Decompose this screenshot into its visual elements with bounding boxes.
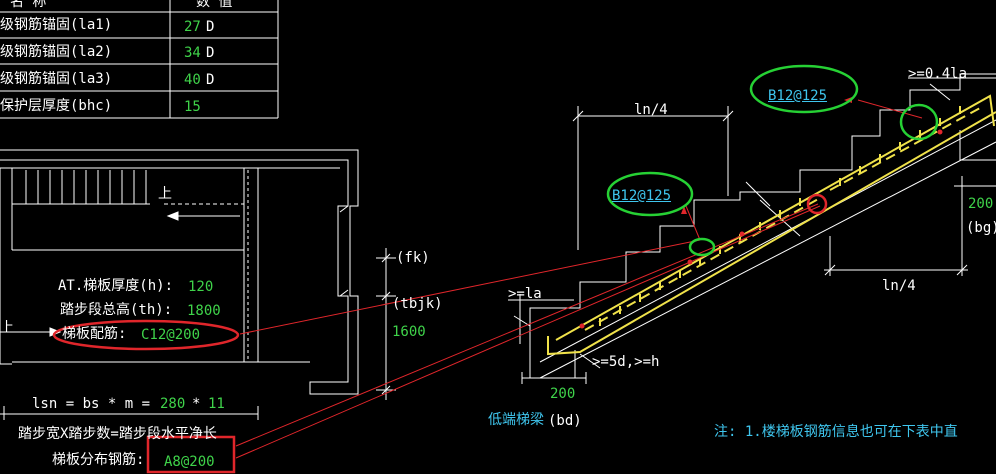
highlight-red-joint[interactable]	[806, 193, 828, 215]
fk-label: (fk)	[396, 250, 430, 266]
highlight-rebar-ellipse	[52, 319, 240, 351]
times-sign: *	[192, 396, 201, 412]
callout-leaders	[235, 99, 923, 459]
plan-up-label: 上	[158, 186, 172, 202]
anchor-length-label: >=0.4la	[908, 66, 968, 82]
ge-la-label: >=la	[508, 286, 542, 302]
step-formula: 踏步宽X踏步数=踏步段水平净长	[18, 426, 217, 442]
tbjk-label: (tbjk)	[392, 296, 443, 312]
highlight-joint-circle[interactable]	[688, 237, 716, 257]
highlight-b12-mid[interactable]	[606, 171, 694, 217]
table-row-unit: D	[206, 45, 215, 61]
table-row-unit: D	[206, 72, 215, 88]
highlight-anchor-circle[interactable]	[899, 103, 939, 141]
note-text: 注: 1.楼梯板钢筋信息也可在下表中直	[714, 424, 958, 440]
dist-value[interactable]: A8@200	[164, 454, 215, 470]
height-label: 踏步段总高(th):	[60, 302, 173, 318]
dist-label: 梯板分布钢筋:	[52, 452, 145, 468]
ge-5d-label: >=5d,>=h	[592, 354, 660, 370]
thickness-label: AT.梯板厚度(h):	[58, 278, 174, 294]
rebar-value[interactable]: C12@200	[141, 327, 201, 343]
bg-label: (bg)	[966, 220, 996, 236]
table-row-value[interactable]: 40	[184, 72, 201, 88]
lsn-formula: lsn = bs * m =	[32, 396, 151, 412]
table-row-name: 级钢筋锚固(la3)	[0, 71, 113, 87]
stair-section	[508, 73, 996, 384]
arrow-mid	[681, 206, 687, 214]
b12-mid-label[interactable]: B12@125	[612, 188, 672, 204]
rebar-yellow	[547, 94, 996, 356]
highlight-dist-box	[146, 435, 236, 474]
stair-plan	[0, 149, 396, 420]
dim-ln4-top: ln/4	[634, 102, 668, 118]
m-value[interactable]: 11	[208, 396, 225, 412]
table-row-name: 级钢筋锚固(la1)	[0, 17, 113, 33]
thickness-value[interactable]: 120	[188, 279, 214, 295]
b12-top-label[interactable]: B12@125	[768, 88, 828, 104]
dim-200-bottom[interactable]: 200	[550, 386, 576, 402]
low-beam-code: (bd)	[548, 413, 582, 429]
parameter-table	[0, 0, 279, 119]
rebar-label: 梯板配筋:	[62, 326, 127, 342]
table-header-name: 名 称	[10, 0, 47, 10]
dim-ln4-bottom: ln/4	[882, 278, 916, 294]
table-row-name: 级钢筋锚固(la2)	[0, 44, 113, 60]
table-row-unit: D	[206, 19, 215, 35]
table-row-value[interactable]: 27	[184, 19, 201, 35]
plan-up-label: 上	[0, 320, 14, 336]
bs-value[interactable]: 280	[160, 396, 186, 412]
table-header-value: 数 值	[196, 0, 233, 10]
table-row-name: 保护层厚度(bhc)	[0, 98, 113, 114]
highlight-b12-top[interactable]	[749, 64, 859, 114]
table-row-value[interactable]: 34	[184, 45, 201, 61]
tbjk-value[interactable]: 1600	[392, 324, 426, 340]
height-value[interactable]: 1800	[187, 303, 221, 319]
low-beam-label: 低端梯梁	[488, 412, 544, 428]
dim-200-right[interactable]: 200	[968, 196, 994, 212]
table-row-value[interactable]: 15	[184, 99, 201, 115]
